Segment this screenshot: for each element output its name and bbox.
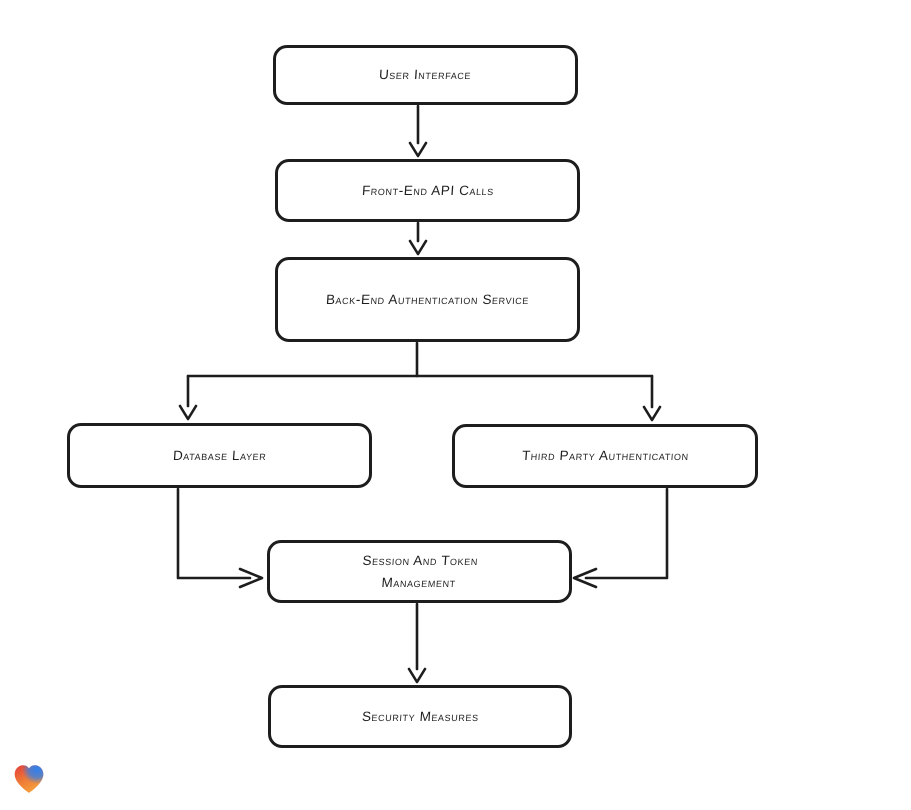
node-third-party-authentication-label: Third Party Authentication [521,448,689,464]
edge-thirdparty-to-session [572,487,669,589]
edge-frontend-to-backend [408,221,428,256]
node-back-end-authentication-service: Back-End Authentication Service [275,257,580,342]
edge-user-to-frontend [408,104,428,158]
node-front-end-api-calls: Front-End API Calls [275,159,580,222]
node-user-interface: User Interface [273,45,578,105]
node-back-end-authentication-service-label: Back-End Authentication Service [325,291,530,307]
node-security-measures-label: Security Measures [361,708,479,724]
node-third-party-authentication: Third Party Authentication [452,424,758,488]
edge-database-to-session [176,487,264,589]
edge-backend-split [178,341,662,422]
node-session-and-token-management: Session And Token Management [267,540,572,603]
edge-session-to-security [407,602,427,684]
node-database-layer-label: Database Layer [172,447,267,463]
node-database-layer: Database Layer [67,423,372,488]
node-security-measures: Security Measures [268,685,572,748]
heart-logo[interactable] [12,763,46,795]
node-user-interface-label: User Interface [378,67,473,83]
node-front-end-api-calls-label: Front-End API Calls [361,182,495,198]
node-session-and-token-management-label: Session And Token Management [362,552,479,590]
